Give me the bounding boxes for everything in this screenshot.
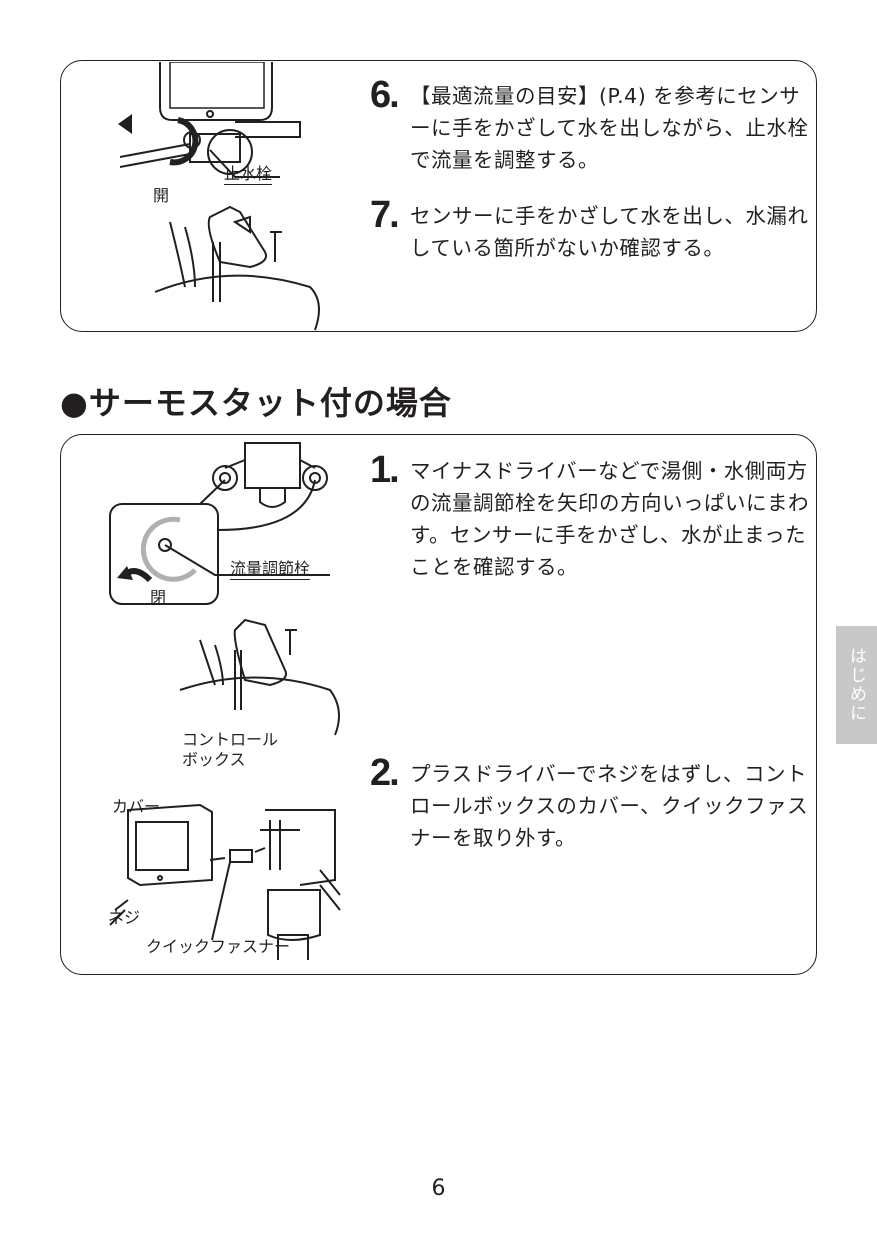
page-number: 6	[431, 1176, 446, 1201]
step-text: 【最適流量の目安】(P.4) を参考にセンサーに手をかざして水を出しながら、止水…	[410, 84, 809, 172]
instruction-panel-1	[60, 60, 817, 332]
step-number: 2.	[370, 752, 400, 794]
step-6: 6. 【最適流量の目安】(P.4) を参考にセンサーに手をかざして水を出しながら…	[370, 74, 810, 176]
step-text: センサーに手をかざして水を出し、水漏れしている箇所がないか確認する。	[410, 204, 809, 260]
chapter-tab[interactable]: はじめに	[836, 626, 877, 744]
step-number: 7.	[370, 194, 400, 236]
stop-valve-label: 止水栓	[224, 160, 273, 185]
close-label: 閉	[150, 588, 167, 607]
step-number: 1.	[370, 449, 400, 491]
step-7: 7. センサーに手をかざして水を出し、水漏れしている箇所がないか確認する。	[370, 194, 810, 264]
flow-valve-label: 流量調節栓	[230, 555, 311, 580]
screw-label: ネジ	[108, 908, 141, 927]
flow-valve-illustration	[109, 442, 340, 736]
open-label: 開	[153, 186, 170, 205]
quick-fastener-label: クイックファスナー	[146, 937, 291, 956]
step-text: マイナスドライバーなどで湯側・水側両方の流量調節栓を矢印の方向いっぱいにまわす。…	[410, 459, 809, 579]
control-box-illustration	[109, 803, 341, 960]
step-number: 6.	[370, 74, 400, 116]
instruction-panel-2	[60, 434, 817, 975]
stop-valve-illustration	[118, 62, 320, 331]
section-title: ●サーモスタット付の場合	[60, 384, 452, 422]
step-2: 2. プラスドライバーでネジをはずし、コントロールボックスのカバー、クイックファ…	[370, 752, 810, 854]
step-text: プラスドライバーでネジをはずし、コントロールボックスのカバー、クイックファスナー…	[410, 762, 809, 850]
cover-label: カバー	[112, 797, 161, 816]
control-box-label: コントロール ボックス	[182, 730, 279, 769]
step-1: 1. マイナスドライバーなどで湯側・水側両方の流量調節栓を矢印の方向いっぱいにま…	[370, 449, 810, 583]
